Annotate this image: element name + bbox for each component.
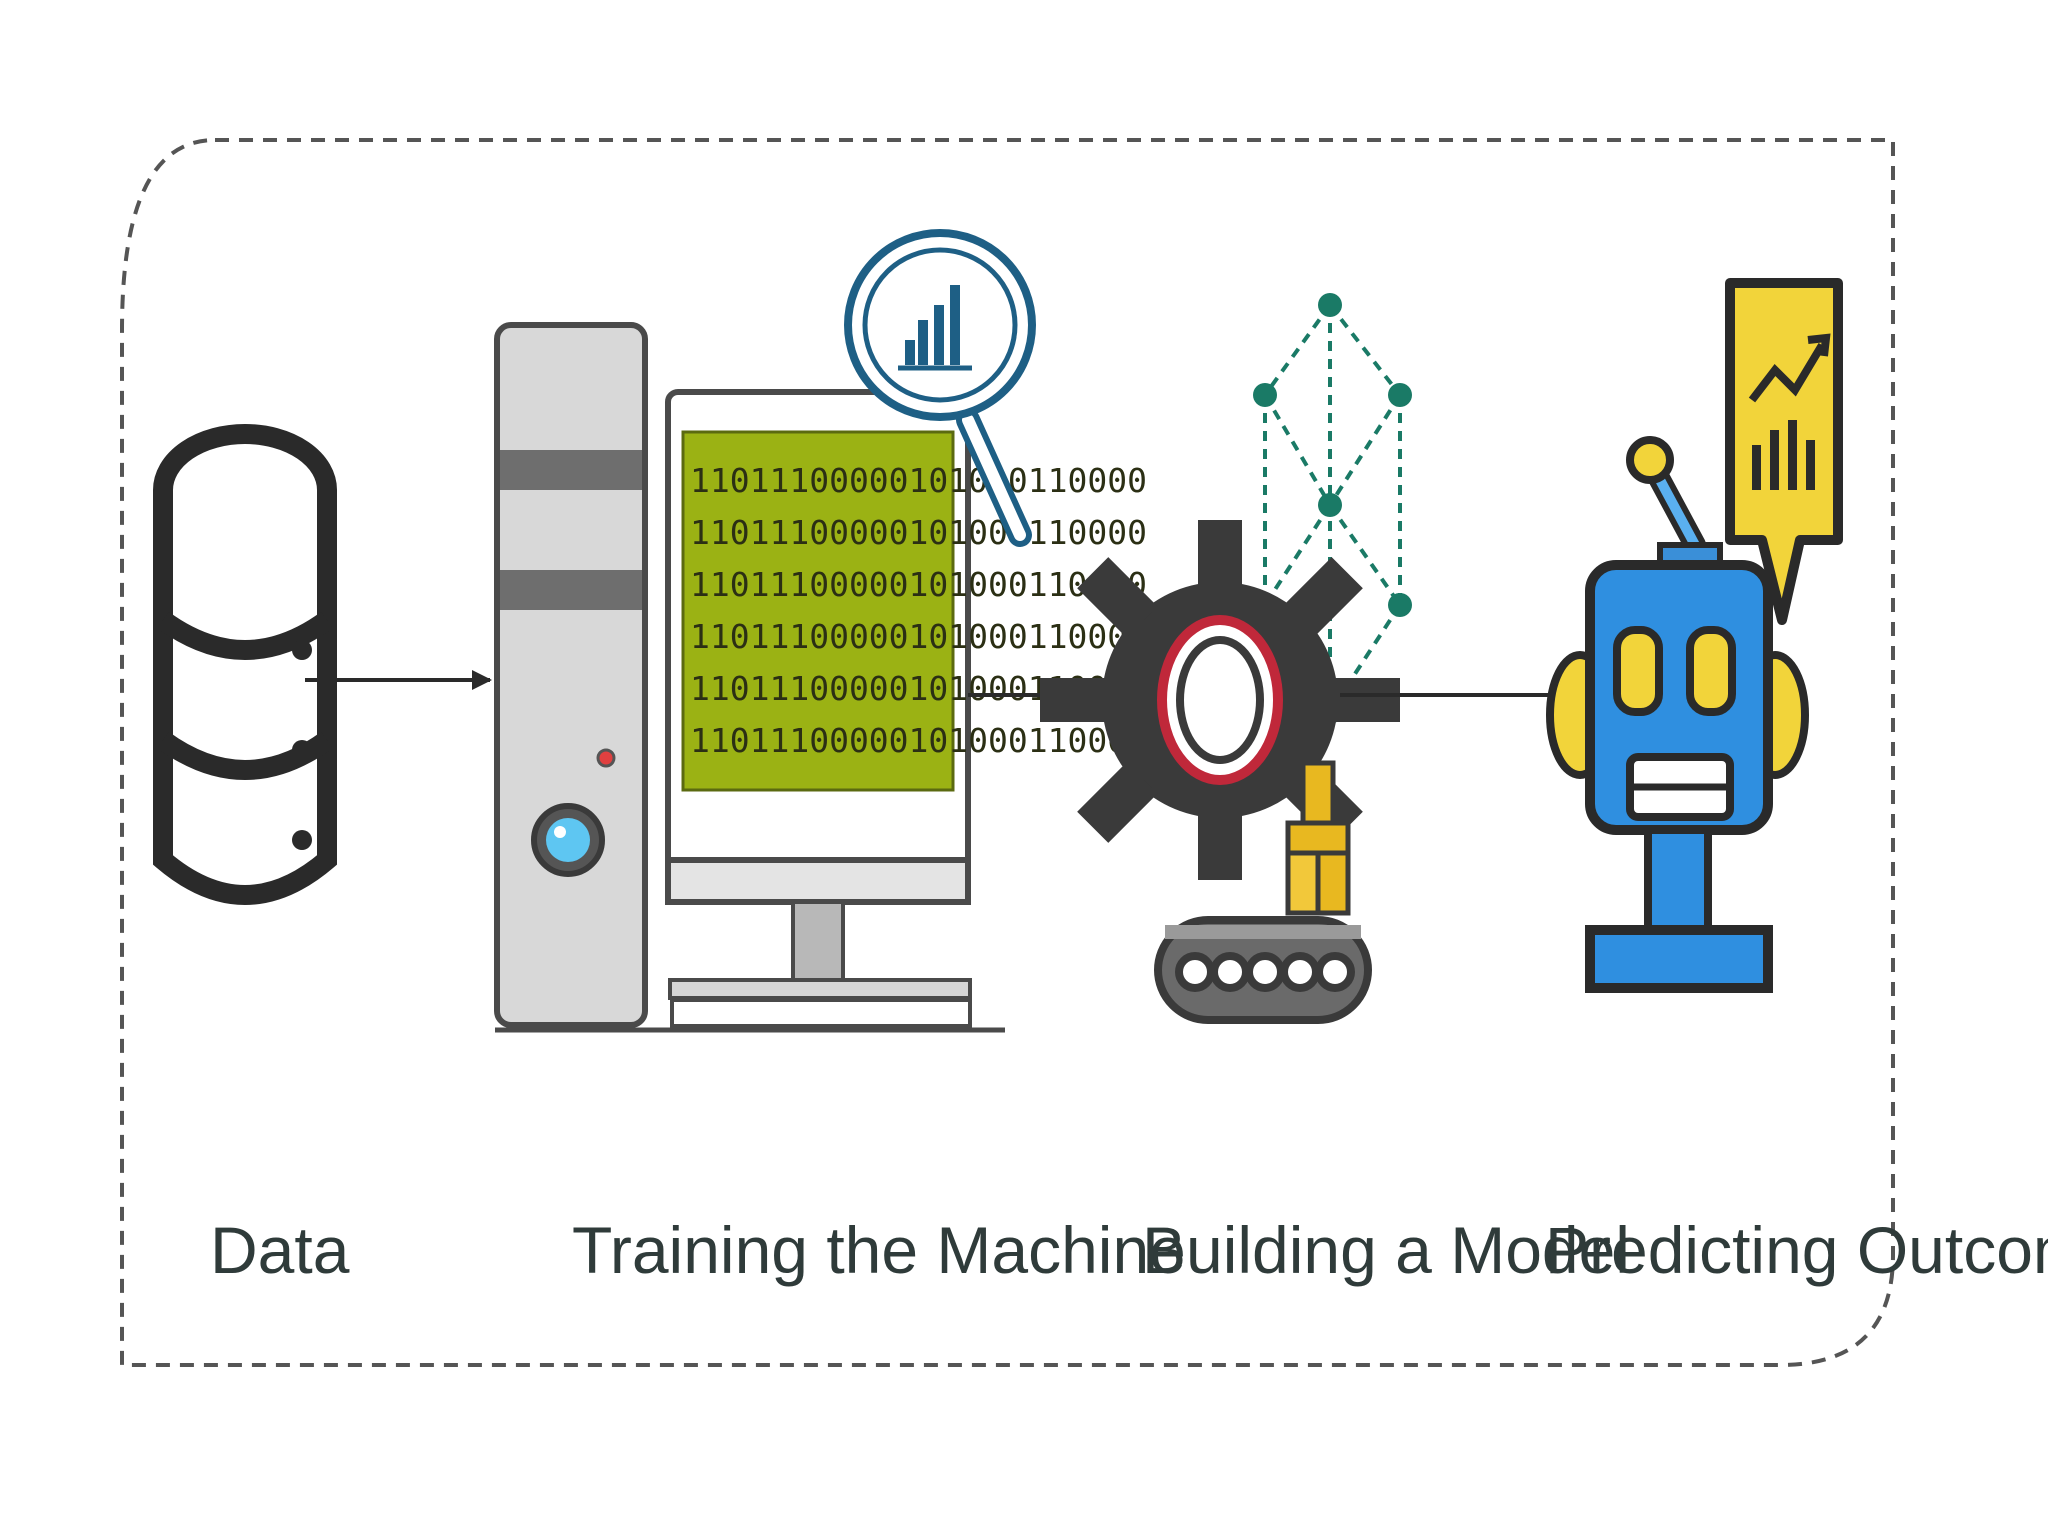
magnifier-chart-icon <box>844 229 1036 547</box>
stage-label-model: Building a Model <box>1142 1213 1630 1287</box>
database-icon <box>153 424 337 905</box>
dashed-border <box>120 138 1895 1367</box>
gear-network-icon <box>1040 293 1412 1024</box>
boxes-icon <box>1285 760 1351 916</box>
conveyor-icon <box>1154 916 1372 1024</box>
robot-icon <box>1546 436 1809 993</box>
binary-row: 11011100000101000110000 <box>690 721 1147 760</box>
binary-row: 11011100000101000110000 <box>690 513 1147 552</box>
stage-label-data: Data <box>210 1213 350 1287</box>
growth-chart-bubble-icon <box>1725 278 1843 625</box>
gear-icon <box>1040 520 1400 880</box>
binary-row: 11011100000101000110000 <box>690 461 1147 500</box>
stage-label-prediction: Predicting Outcome <box>1545 1213 2048 1287</box>
binary-row: 11011100000101000110000 <box>690 617 1147 656</box>
computer-icon: 11011100000101000110000 1101110000010100… <box>494 322 1147 1033</box>
binary-row: 11011100000101000110000 <box>690 565 1147 604</box>
stage-label-training: Training the Machine <box>572 1213 1186 1287</box>
